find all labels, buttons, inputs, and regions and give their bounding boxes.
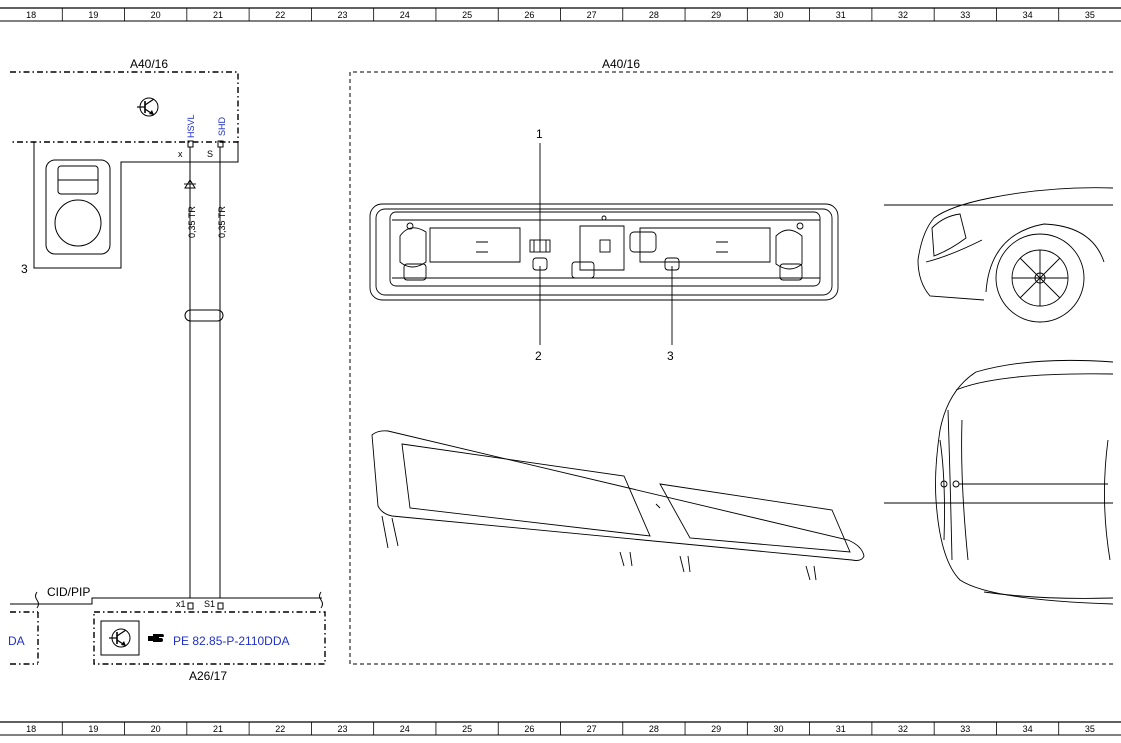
bottom-ruler-col-27: 27 <box>587 724 597 734</box>
bottom-ruler-col-32: 32 <box>898 724 908 734</box>
top-ruler-col-31: 31 <box>836 10 846 20</box>
top-ruler-col-18: 18 <box>26 10 36 20</box>
transistor-icon <box>137 97 159 117</box>
pointing-hand-icon <box>148 634 164 642</box>
bottom-ruler-col-19: 19 <box>88 724 98 734</box>
bottom-ruler-col-20: 20 <box>151 724 161 734</box>
pin-hsvl-label: HSVL <box>186 114 196 138</box>
bottom-ruler-col-22: 22 <box>275 724 285 734</box>
transistor-icon <box>109 628 131 648</box>
top-ruler-col-33: 33 <box>960 10 970 20</box>
right-component-a40-16: A40/16 <box>349 57 1113 665</box>
bottom-ruler-col-34: 34 <box>1023 724 1033 734</box>
callout-3: 3 <box>667 349 674 363</box>
component-front-view: 1 2 3 <box>369 127 839 363</box>
bottom-ruler-col-23: 23 <box>338 724 348 734</box>
pe-reference-link[interactable]: PE 82.85-P-2110DDA <box>173 634 290 648</box>
pin-shd-label: SHD <box>217 116 227 136</box>
pin-x-label: x <box>178 149 183 159</box>
car-side-view <box>884 187 1114 323</box>
bottom-ruler-col-31: 31 <box>836 724 846 734</box>
bottom-ruler-col-21: 21 <box>213 724 223 734</box>
callout-1: 1 <box>536 127 543 141</box>
bottom-ruler-col-30: 30 <box>773 724 783 734</box>
connector-icon <box>45 159 111 255</box>
bottom-ruler-col-24: 24 <box>400 724 410 734</box>
top-ruler-col-20: 20 <box>151 10 161 20</box>
wire1-label: 0,35 TR <box>187 206 197 238</box>
bottom-component-label: A26/17 <box>189 669 227 683</box>
car-front-view <box>884 359 1114 605</box>
top-ruler-col-34: 34 <box>1023 10 1033 20</box>
bottom-ruler-col-35: 35 <box>1085 724 1095 734</box>
left-component-label: A40/16 <box>130 57 168 71</box>
top-ruler-col-24: 24 <box>400 10 410 20</box>
pin-s-label: S <box>207 149 213 159</box>
bottom-ruler-col-26: 26 <box>524 724 534 734</box>
bottom-ruler-col-29: 29 <box>711 724 721 734</box>
pin-s1-label: S1 <box>204 599 215 609</box>
wire2-label: 0,35 TR <box>217 206 227 238</box>
bottom-ruler: 18 19 20 21 22 23 24 25 26 27 28 29 30 31 32 33 34 35 <box>0 721 1121 736</box>
bottom-ruler-col-28: 28 <box>649 724 659 734</box>
top-ruler-col-25: 25 <box>462 10 472 20</box>
bottom-component-a26-17: CID/PIP x1 S1 DA PE 82.85-P-2110DDA A26/… <box>8 585 326 683</box>
callout-2: 2 <box>535 349 542 363</box>
pin-x1-label: x1 <box>176 599 186 609</box>
top-ruler-col-26: 26 <box>524 10 534 20</box>
bottom-ruler-col-25: 25 <box>462 724 472 734</box>
top-ruler: 18 19 20 21 22 23 24 25 26 27 28 29 30 31 32 33 34 35 <box>0 7 1121 22</box>
cid-pip-label: CID/PIP <box>47 585 90 599</box>
wires: 0,35 TR 0,35 TR <box>184 147 227 598</box>
left-cut-ref: DA <box>8 634 25 648</box>
right-component-label: A40/16 <box>602 57 640 71</box>
top-ruler-col-21: 21 <box>213 10 223 20</box>
top-ruler-col-27: 27 <box>587 10 597 20</box>
left-component-a40-16: A40/16 HSVL SHD x S 3 <box>10 57 239 276</box>
top-ruler-col-30: 30 <box>773 10 783 20</box>
top-ruler-col-28: 28 <box>649 10 659 20</box>
bottom-ruler-col-18: 18 <box>26 724 36 734</box>
top-ruler-col-19: 19 <box>88 10 98 20</box>
top-ruler-col-35: 35 <box>1085 10 1095 20</box>
component-perspective-view <box>371 430 865 581</box>
bottom-ruler-col-33: 33 <box>960 724 970 734</box>
callout-left-3: 3 <box>21 262 28 276</box>
top-ruler-col-23: 23 <box>338 10 348 20</box>
top-ruler-col-29: 29 <box>711 10 721 20</box>
top-ruler-col-22: 22 <box>275 10 285 20</box>
top-ruler-col-32: 32 <box>898 10 908 20</box>
